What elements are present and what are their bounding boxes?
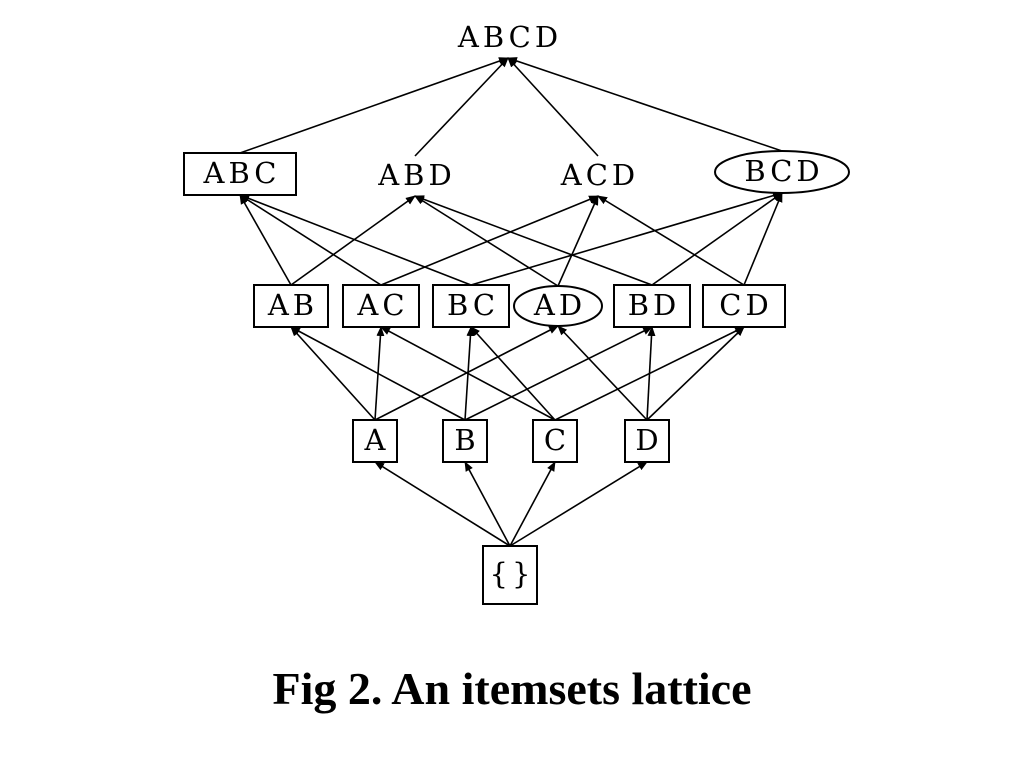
node-label: ACD [560,158,639,192]
edge-ab-to-abd [290,195,416,286]
node-box [342,284,420,328]
node-ellipse [513,285,603,327]
node-c: C [532,419,578,463]
edge-bcd-to-abcd [507,57,783,152]
node-box [253,284,329,328]
edge-c-to-ac [380,326,556,421]
node-ac: AC [342,284,420,328]
edge-c-to-bc [470,326,556,421]
node-box [702,284,786,328]
node-label: AC [356,288,408,322]
node-ellipse [714,150,850,194]
node-label: D [635,423,662,457]
node-label: A [364,423,390,457]
node-abcd: ABCD [457,20,562,54]
edge-empty-to-d [509,461,648,547]
node-label: AB [267,288,318,322]
edge-cd-to-bcd [743,192,783,286]
edge-d-to-bd [646,326,656,421]
node-a: A [352,419,398,463]
edge-abc-to-abcd [239,57,509,154]
node-box [624,419,670,463]
node-label: C [544,423,570,457]
node-label: BCD [744,154,823,188]
node-empty: {} [482,545,538,605]
edge-bd-to-bcd [651,192,783,286]
edge-b-to-ab [290,326,466,421]
edge-ad-to-abd [414,195,559,287]
node-label: {} [490,557,535,591]
edge-ac-to-acd [380,195,599,286]
node-acd: ACD [560,158,639,192]
node-b: B [442,419,488,463]
edge-d-to-ad [557,325,648,421]
node-box [532,419,578,463]
node-box [183,152,297,196]
node-bc: BC [432,284,510,328]
edge-cd-to-acd [597,195,745,286]
edge-acd-to-abcd [507,57,599,157]
node-d: D [624,419,670,463]
node-ab: AB [253,284,329,328]
figure-caption: Fig 2. An itemsets lattice [272,663,752,714]
edge-ab-to-abc [239,194,292,286]
node-box [442,419,488,463]
edge-abd-to-abcd [414,57,509,157]
node-label: CD [719,288,772,322]
edge-d-to-cd [646,326,745,421]
node-label: B [454,423,479,457]
edge-a-to-ab [290,326,376,421]
edge-empty-to-a [374,461,511,547]
node-label: AD [533,288,586,322]
node-label: ABCD [457,20,562,54]
edge-ad-to-acd [557,195,599,287]
edge-bd-to-abd [414,195,653,286]
edge-bc-to-bcd [470,191,783,286]
edge-empty-to-b [464,461,511,547]
node-ad: AD [513,285,603,327]
edge-b-to-bd [464,326,653,421]
node-box [613,284,691,328]
edge-ac-to-abc [239,194,382,286]
node-label: BC [447,288,499,322]
node-cd: CD [702,284,786,328]
node-bd: BD [613,284,691,328]
node-box [352,419,398,463]
edge-empty-to-c [509,461,556,547]
node-box [432,284,510,328]
node-abc: ABC [183,152,297,196]
node-label: ABC [203,156,281,190]
node-abd: ABD [377,158,456,192]
node-label: ABD [377,158,456,192]
edge-bc-to-abc [239,194,472,286]
node-bcd: BCD [714,150,850,194]
node-label: BD [628,288,681,322]
lattice-edges [239,57,783,547]
node-box [482,545,538,605]
